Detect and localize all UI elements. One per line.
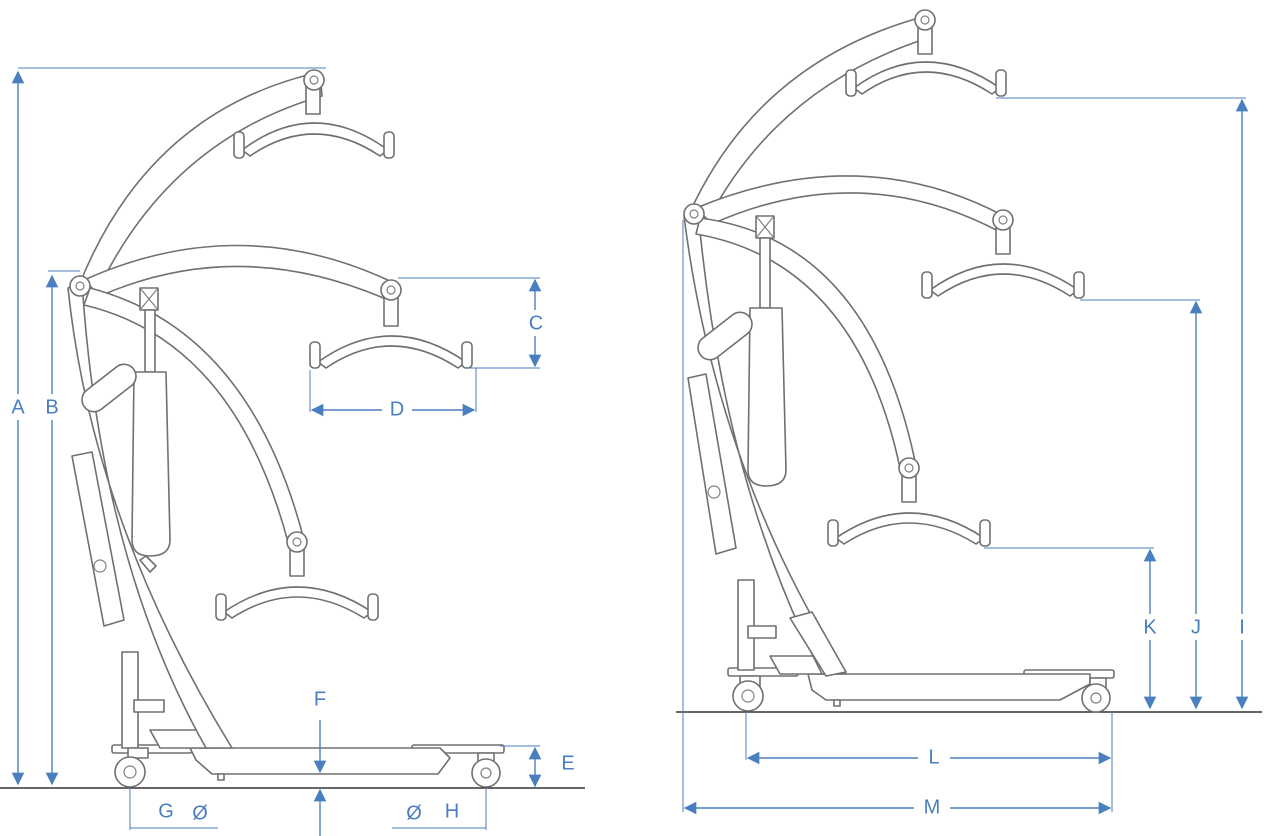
left-view — [0, 67, 585, 836]
right-push-handle — [697, 311, 753, 361]
label-b: B — [45, 396, 58, 418]
right-spreader-mid — [921, 209, 1085, 299]
right-dimensions — [682, 97, 1249, 815]
left-dimensions — [11, 67, 542, 836]
left-front-wheel — [471, 758, 501, 788]
label-a: A — [11, 396, 25, 418]
left-boom-lowered — [83, 287, 305, 543]
label-j: J — [1191, 616, 1201, 638]
right-base — [727, 579, 1115, 713]
left-push-handle — [81, 363, 137, 413]
dimension-labels: A B C D E F G Ø Ø H I J K L M — [6, 310, 1254, 824]
left-spreader-mid — [309, 279, 473, 369]
right-boom-pivot — [683, 203, 705, 225]
label-l: L — [928, 746, 939, 768]
right-boom-mid — [695, 175, 1005, 233]
label-k: K — [1143, 616, 1157, 638]
label-f: F — [314, 688, 326, 710]
left-actuator — [131, 287, 171, 573]
label-i: I — [1239, 616, 1245, 638]
label-e: E — [561, 752, 574, 774]
label-h: H — [445, 800, 459, 822]
label-d: D — [390, 398, 404, 420]
right-front-wheel — [1081, 683, 1111, 713]
left-control-box — [71, 451, 125, 627]
label-g: G — [158, 800, 174, 822]
left-rear-wheel — [114, 756, 146, 788]
left-spreader-low — [215, 531, 379, 621]
left-mast — [67, 281, 233, 749]
label-c: C — [529, 312, 543, 334]
right-spreader-low — [827, 457, 991, 547]
right-spreader-top — [845, 9, 1007, 97]
left-boom-mid — [83, 244, 393, 301]
left-spreader-top — [233, 69, 395, 159]
right-view — [676, 9, 1262, 815]
label-m: M — [924, 796, 941, 818]
label-g-diameter: Ø — [192, 802, 208, 824]
right-mast — [683, 209, 847, 675]
right-actuator — [747, 215, 787, 487]
left-base — [111, 651, 505, 788]
label-h-diameter: Ø — [406, 802, 422, 824]
right-rear-wheel — [732, 680, 764, 712]
left-boom-pivot — [69, 275, 91, 297]
right-control-box — [687, 373, 737, 555]
